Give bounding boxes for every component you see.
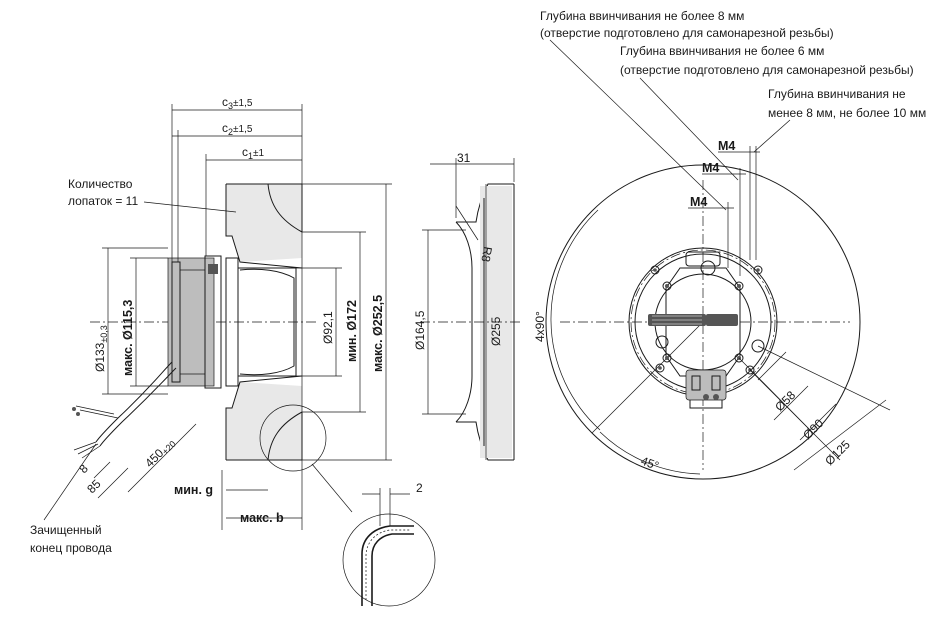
note-line6: менее 8 мм, не более 10 мм	[768, 106, 926, 120]
dim-d58: Ø58	[772, 388, 798, 414]
dim-c2: c2±1,5	[222, 121, 253, 137]
dim-l450: 450+20	[142, 435, 178, 471]
thread-m4-2: M4	[702, 161, 719, 175]
dim-l8: 8	[76, 461, 91, 476]
side-view: c3±1,5 c2±1,5 c1±1 Количество лопаток = …	[30, 95, 392, 555]
blades-label-line2: лопаток = 11	[68, 194, 138, 208]
blades-label-line1: Количество	[68, 177, 133, 191]
thread-m4-1: M4	[718, 139, 735, 153]
dim-c3: c3±1,5	[222, 95, 253, 111]
dim-min-g: мин. g	[174, 483, 213, 497]
dim-c1: c1±1	[242, 145, 265, 161]
dim-r8: R8	[478, 245, 495, 263]
dim-angle45: 45°	[639, 454, 661, 473]
wire-label-line2: конец провода	[30, 541, 112, 555]
dim-d90: Ø90	[800, 416, 826, 442]
inlet-view: 31 Ø164,5 Ø255 R8	[413, 151, 520, 461]
dim-w31: 31	[457, 151, 471, 165]
note-line4: (отверстие подготовлено для самонарезной…	[620, 63, 914, 77]
dim-d115: макс. Ø115,3	[121, 300, 135, 376]
thread-m4-3: M4	[690, 195, 707, 209]
dim-max-b: макс. b	[240, 511, 284, 525]
front-view: Глубина ввинчивания не более 8 мм (отвер…	[533, 9, 926, 480]
dim-t2: 2	[416, 481, 423, 495]
note-line2: (отверстие подготовлено для самонарезной…	[540, 26, 834, 40]
dim-l85: 85	[84, 477, 104, 497]
dim-d172: мин. Ø172	[345, 300, 359, 362]
dim-d255: Ø255	[489, 316, 503, 346]
dim-d2525: макс. Ø252,5	[371, 295, 385, 372]
wire-label-line1: Зачищенный	[30, 523, 102, 537]
dim-d133: Ø133±0,3	[93, 325, 109, 372]
note-line3: Глубина ввинчивания не более 6 мм	[620, 44, 824, 58]
dim-d92: Ø92,1	[321, 311, 335, 344]
dim-d125: Ø125	[822, 437, 853, 468]
dim-d1645: Ø164,5	[413, 310, 427, 350]
dim-angle4: 4x90°	[533, 311, 547, 342]
detail-view: 2	[342, 481, 436, 607]
note-line5: Глубина ввинчивания не	[768, 87, 906, 101]
note-line1: Глубина ввинчивания не более 8 мм	[540, 9, 744, 23]
